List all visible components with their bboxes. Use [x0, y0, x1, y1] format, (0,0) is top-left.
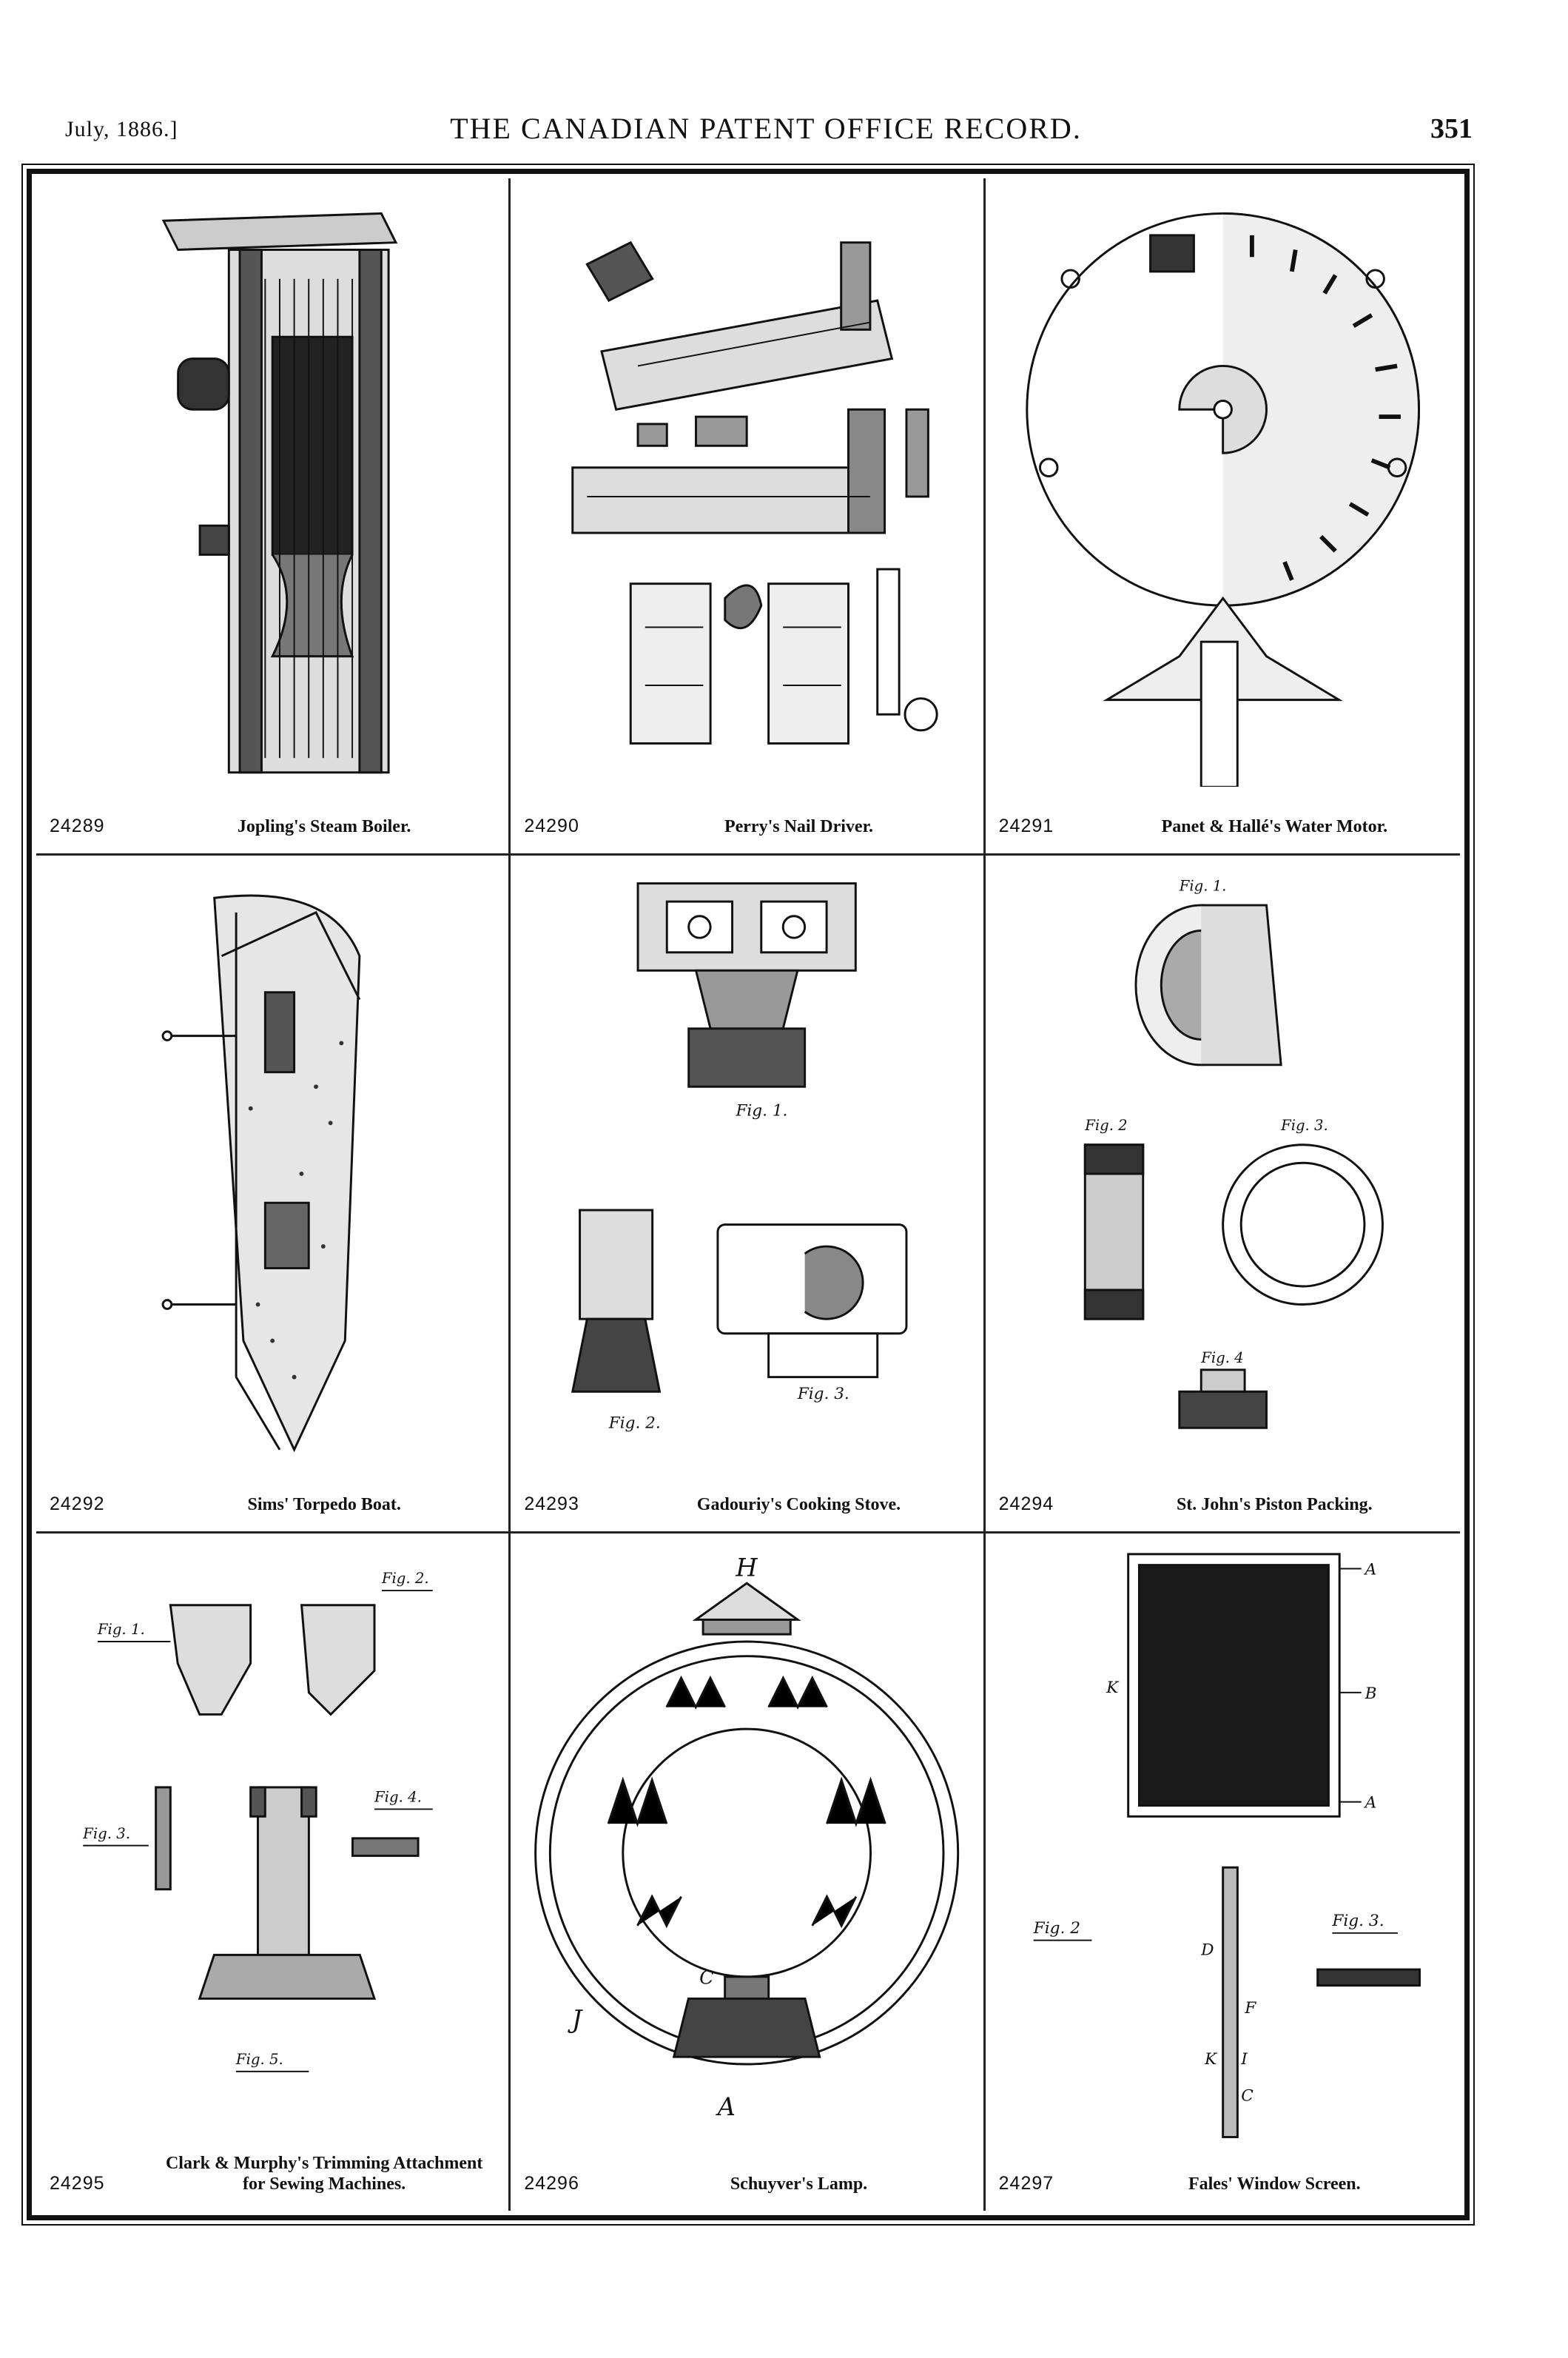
fig-2-label: Fig. 2 [1032, 1918, 1080, 1937]
patent-cell-24297: Fig. 2 Fig. 3. A B A K D F K I C 24297 F… [986, 1534, 1460, 2211]
lamp-illustration: H C J A [524, 1547, 969, 2144]
label-a: A [716, 2092, 736, 2121]
label-a-bottom: A [1363, 1793, 1376, 1812]
fig-2-label: Fig. 2. [608, 1414, 661, 1433]
piston-packing-illustration: Fig. 1. Fig. 2 Fig. 3. Fig. 4 [999, 869, 1447, 1464]
fig-2-label: Fig. 2 [1084, 1117, 1127, 1134]
patent-number: 24295 [50, 2172, 105, 2194]
patent-number: 24292 [50, 1493, 105, 1514]
nail-driver-illustration [524, 192, 969, 787]
fig-2-label: Fig. 2. [381, 1570, 429, 1587]
label-j: J [568, 2004, 583, 2033]
patent-number: 24290 [524, 816, 579, 837]
patent-plate: 24289 Jopling's Steam Boiler. [21, 164, 1475, 2226]
patent-number: 24289 [50, 816, 105, 837]
window-screen-illustration: Fig. 2 Fig. 3. A B A K D F K I C [999, 1547, 1447, 2144]
patent-cell-24290: 24290 Perry's Nail Driver. [511, 178, 986, 856]
patent-title: Schuyver's Lamp. [730, 2174, 868, 2194]
publication-title: THE CANADIAN PATENT OFFICE RECORD. [450, 112, 1082, 145]
patent-title-line2: for Sewing Machines. [243, 2174, 406, 2194]
label-c: C [699, 1966, 714, 1989]
patent-cell-24295: Fig. 1. Fig. 2. Fig. 3. Fig. 4. Fig. 5. … [36, 1533, 511, 2211]
label-i: I [1240, 2050, 1248, 2069]
fig-3-label: Fig. 3. [797, 1385, 849, 1403]
patent-title: Jopling's Steam Boiler. [237, 817, 411, 837]
patent-number: 24293 [524, 1493, 579, 1514]
fig-1-label: Fig. 1. [736, 1102, 788, 1121]
patent-number: 24291 [998, 816, 1054, 837]
fig-3-label: Fig. 3. [1280, 1117, 1328, 1134]
patent-title: Sims' Torpedo Boat. [247, 1494, 401, 1514]
patent-number: 24296 [524, 2172, 579, 2194]
patent-cell-24289: 24289 Jopling's Steam Boiler. [36, 178, 511, 856]
label-a-top: A [1363, 1560, 1376, 1579]
patent-cell-24292: 24292 Sims' Torpedo Boat. [36, 856, 511, 1534]
fig-4-label: Fig. 4 [1200, 1349, 1243, 1366]
label-h: H [736, 1553, 758, 1582]
fig-3-label: Fig. 3. [82, 1824, 130, 1841]
patent-title: St. John's Piston Packing. [1176, 1494, 1373, 1514]
page-number: 351 [1430, 113, 1473, 144]
patent-cell-24293: Fig. 1. Fig. 2. Fig. 3. 24293 Gadouriy's… [511, 856, 986, 1534]
label-d: D [1200, 1941, 1214, 1959]
torpedo-boat-illustration [50, 869, 495, 1464]
patent-number: 24294 [998, 1493, 1054, 1514]
water-motor-illustration [999, 192, 1447, 787]
patent-title: Perry's Nail Driver. [724, 817, 874, 837]
patent-title-block: Clark & Murphy's Trimming Attachment for… [147, 2153, 501, 2194]
patent-title: Fales' Window Screen. [1188, 2174, 1361, 2194]
fig-1-label: Fig. 1. [1178, 878, 1226, 895]
patent-cell-24296: H C J A 24296 Schuyver's Lamp. [511, 1533, 986, 2211]
patent-title: Panet & Hallé's Water Motor. [1161, 817, 1388, 837]
patent-cell-24291: 24291 Panet & Hallé's Water Motor. [985, 178, 1460, 856]
patent-grid: 24289 Jopling's Steam Boiler. [36, 178, 1460, 2211]
fig-3-label: Fig. 3. [1331, 1912, 1384, 1930]
patent-number: 24297 [998, 2172, 1054, 2194]
issue-date: July, 1886.] [65, 117, 178, 141]
label-c: C [1241, 2086, 1254, 2105]
cooking-stove-illustration: Fig. 1. Fig. 2. Fig. 3. [524, 869, 969, 1464]
label-b: B [1364, 1684, 1376, 1702]
label-f: F [1244, 1999, 1256, 2018]
steam-boiler-illustration [50, 192, 495, 787]
label-k-lower: K [1204, 2050, 1218, 2069]
fig-4-label: Fig. 4. [374, 1788, 422, 1805]
label-k: K [1106, 1679, 1120, 1697]
patent-title: Clark & Murphy's Trimming Attachment [165, 2153, 483, 2173]
trimming-attachment-illustration: Fig. 1. Fig. 2. Fig. 3. Fig. 4. Fig. 5. [50, 1547, 495, 2144]
patent-title: Gadouriy's Cooking Stove. [696, 1494, 901, 1514]
patent-cell-24294: Fig. 1. Fig. 2 Fig. 3. Fig. 4 24294 St. … [985, 856, 1460, 1534]
fig-5-label: Fig. 5. [235, 2051, 283, 2068]
page-header: July, 1886.] THE CANADIAN PATENT OFFICE … [59, 111, 1473, 155]
fig-1-label: Fig. 1. [97, 1621, 145, 1638]
